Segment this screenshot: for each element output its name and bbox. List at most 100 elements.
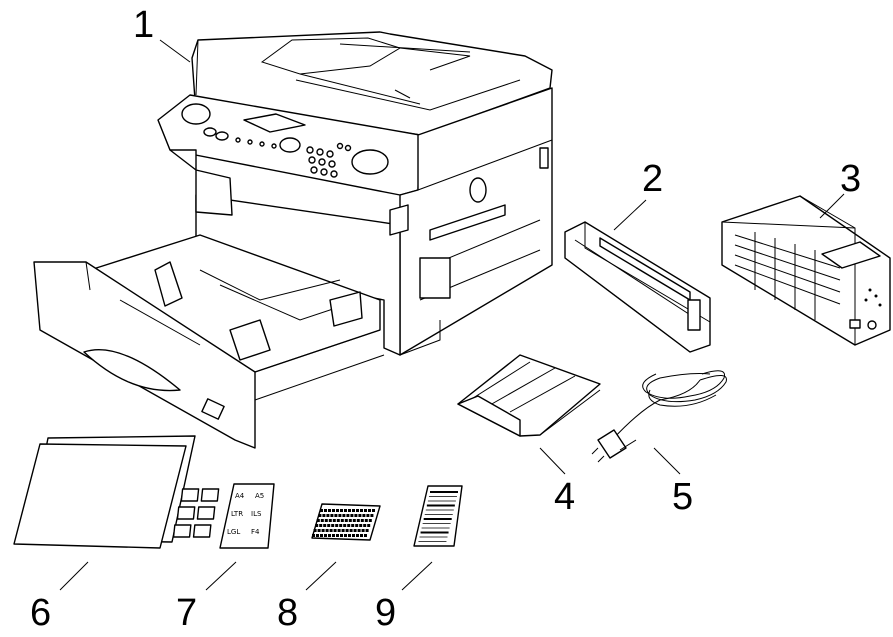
callout-9: 9 — [375, 592, 397, 634]
paper-tray — [33, 234, 385, 449]
key-label-cell — [364, 534, 367, 537]
key-label-cell — [344, 509, 347, 512]
key-label-cell — [316, 519, 320, 522]
paper-size-labels: A4 A5 LTR ILS LGL F4 — [172, 483, 275, 549]
key-label-cell — [360, 519, 364, 522]
key-label-cell — [351, 524, 355, 527]
label-lgl: LGL — [227, 528, 240, 536]
label-ils: ILS — [251, 510, 262, 518]
key-label-cell — [337, 529, 341, 532]
key-label-cell — [352, 519, 356, 522]
key-label-cell — [324, 534, 327, 537]
key-label-cell — [323, 524, 327, 527]
key-label-cell — [315, 524, 319, 527]
key-label-cell — [347, 524, 351, 527]
key-label-cell — [352, 509, 355, 512]
reference-card — [413, 485, 463, 547]
key-label-cell — [344, 519, 348, 522]
key-label-cell — [350, 514, 354, 517]
key-label-cell — [366, 514, 370, 517]
key-label-cell — [332, 534, 335, 537]
key-label-cell — [339, 524, 343, 527]
leader-lines — [59, 39, 845, 591]
key-label-cell — [349, 529, 353, 532]
key-label-cell — [362, 514, 366, 517]
callout-1: 1 — [133, 4, 155, 46]
key-label-sheet — [311, 503, 381, 541]
key-label-cell — [332, 509, 335, 512]
callout-4: 4 — [554, 476, 576, 518]
toner-cartridge — [564, 221, 711, 353]
key-label-cell — [319, 524, 323, 527]
key-label-cell — [356, 509, 359, 512]
key-label-cell — [360, 534, 363, 537]
key-label-cell — [317, 529, 321, 532]
callout-5: 5 — [672, 476, 694, 518]
key-label-cell — [348, 519, 352, 522]
callout-8: 8 — [277, 592, 299, 634]
key-label-cell — [365, 529, 369, 532]
key-label-cell — [354, 514, 358, 517]
key-label-cell — [333, 529, 337, 532]
key-label-cell — [342, 514, 346, 517]
key-label-cell — [352, 534, 355, 537]
key-label-cell — [313, 529, 317, 532]
manuals — [13, 435, 196, 549]
key-label-cell — [335, 524, 339, 527]
callout-6: 6 — [30, 592, 52, 634]
label-f4: F4 — [251, 528, 260, 536]
key-label-cell — [324, 519, 328, 522]
key-label-cell — [363, 524, 367, 527]
document-tray — [457, 354, 601, 437]
key-label-cell — [334, 514, 338, 517]
key-label-cell — [356, 534, 359, 537]
key-label-cell — [332, 519, 336, 522]
key-label-cell — [370, 514, 374, 517]
key-label-cell — [358, 514, 362, 517]
key-label-cell — [340, 534, 343, 537]
key-label-cell — [321, 529, 325, 532]
key-label-cell — [368, 519, 372, 522]
key-label-cell — [343, 524, 347, 527]
key-label-cell — [367, 524, 371, 527]
key-label-cell — [316, 534, 319, 537]
key-label-cell — [327, 524, 331, 527]
key-label-cell — [324, 509, 327, 512]
callout-3: 3 — [840, 158, 862, 200]
key-label-cell — [355, 524, 359, 527]
key-label-cell — [336, 534, 339, 537]
key-label-cell — [322, 514, 326, 517]
key-label-cell — [341, 529, 345, 532]
key-label-cell — [344, 534, 347, 537]
label-a5: A5 — [255, 492, 264, 500]
key-label-cell — [364, 509, 367, 512]
drum-unit — [721, 195, 891, 346]
key-label-cell — [356, 519, 360, 522]
key-label-cell — [320, 534, 323, 537]
key-label-cell — [328, 509, 331, 512]
key-label-cell — [368, 509, 371, 512]
key-label-cell — [329, 529, 333, 532]
key-label-cell — [359, 524, 363, 527]
label-a4: A4 — [235, 492, 245, 500]
key-label-cell — [326, 514, 330, 517]
label-ltr: LTR — [231, 510, 243, 518]
key-label-cell — [346, 514, 350, 517]
key-label-cell — [372, 509, 375, 512]
callout-2: 2 — [642, 158, 664, 200]
key-label-cell — [353, 529, 357, 532]
key-label-cell — [348, 509, 351, 512]
key-label-cell — [320, 519, 324, 522]
power-cord — [591, 370, 727, 463]
callout-7: 7 — [176, 592, 198, 634]
key-label-cell — [345, 529, 349, 532]
key-label-cell — [318, 514, 322, 517]
key-label-cell — [336, 509, 339, 512]
key-label-cell — [340, 519, 344, 522]
key-label-cell — [325, 529, 329, 532]
key-label-cell — [357, 529, 361, 532]
key-label-cell — [360, 509, 363, 512]
key-label-cell — [328, 534, 331, 537]
